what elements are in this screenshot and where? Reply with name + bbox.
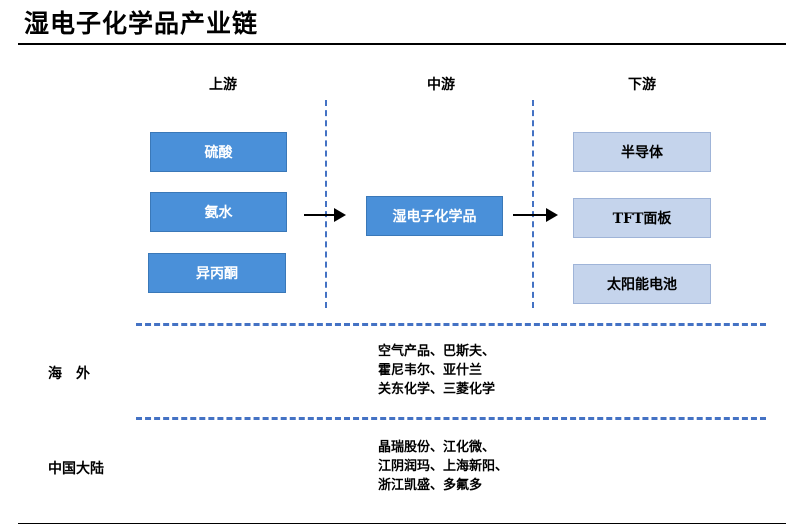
mainland-company-list: 晶瑞股份、江化微、 江阴润玛、上海新阳、 浙江凯盛、多氟多 <box>378 438 508 495</box>
divider-overseas-top <box>136 323 766 326</box>
arrow-midstream-to-downstream <box>513 208 558 222</box>
downstream-box-semiconductor: 半导体 <box>573 132 711 172</box>
region-label-overseas: 海 外 <box>48 366 90 382</box>
divider-overseas-mainland <box>136 417 766 420</box>
bottom-rule <box>18 523 786 524</box>
list-item: 浙江凯盛、多氟多 <box>378 478 483 493</box>
list-item: 关东化学、三菱化学 <box>378 382 496 397</box>
title-underline <box>18 43 786 45</box>
upstream-box-ammonia: 氨水 <box>150 192 287 232</box>
list-item: 晶瑞股份、江化微、 <box>378 440 496 455</box>
region-label-mainland: 中国大陆 <box>48 461 104 477</box>
upstream-box-sulfuric-acid: 硫酸 <box>150 132 287 172</box>
upstream-box-isopropanone: 异丙酮 <box>148 253 286 293</box>
column-header-downstream: 下游 <box>628 77 656 93</box>
overseas-company-list: 空气产品、巴斯夫、 霍尼韦尔、亚什兰 关东化学、三菱化学 <box>378 342 495 399</box>
downstream-box-solar-cell: 太阳能电池 <box>573 264 711 304</box>
divider-midstream-downstream <box>532 100 534 308</box>
column-header-midstream: 中游 <box>427 77 455 93</box>
list-item: 霍尼韦尔、亚什兰 <box>378 363 483 378</box>
arrow-upstream-to-midstream <box>304 208 346 222</box>
midstream-box-wet-chemicals: 湿电子化学品 <box>366 196 503 236</box>
list-item: 空气产品、巴斯夫、 <box>378 344 496 359</box>
downstream-box-tft-panel: TFT面板 <box>573 198 711 238</box>
page-title: 湿电子化学品产业链 <box>24 9 259 38</box>
list-item: 江阴润玛、上海新阳、 <box>378 459 509 474</box>
divider-upstream-midstream <box>325 100 327 308</box>
column-header-upstream: 上游 <box>209 77 237 93</box>
